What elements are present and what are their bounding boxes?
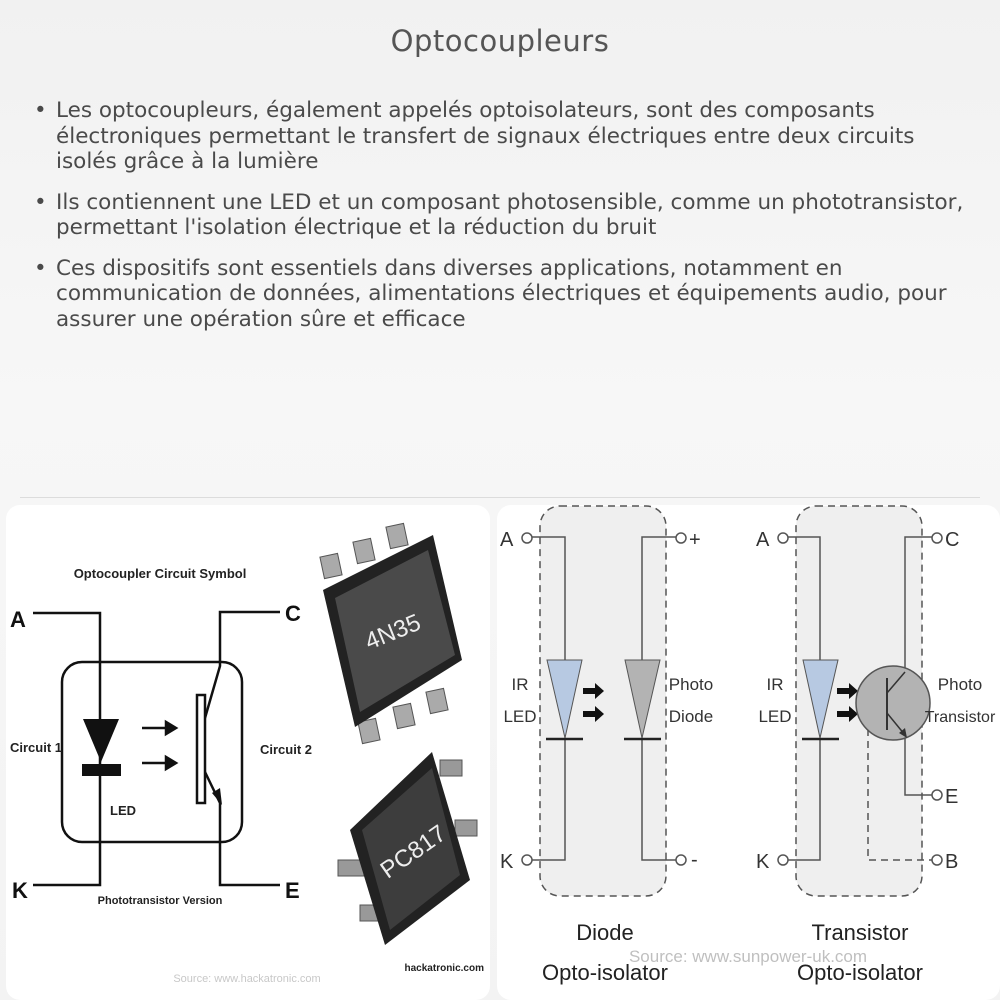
pin-e-label: E	[945, 786, 958, 808]
bullet-text: Les optocoupleurs, également appelés opt…	[56, 98, 915, 174]
opto-isolator-diagram: A K + - IR LED Photo Diode Diode Opto-is…	[500, 505, 996, 985]
bullet-item: • Ces dispositifs sont essentiels dans di…	[32, 256, 982, 333]
pin-k-label: K	[500, 851, 514, 873]
caption-line1: Transistor	[812, 920, 909, 945]
led-cathode-bar	[82, 764, 121, 776]
bullet-item: • Les optocoupleurs, également appelés op…	[32, 98, 982, 175]
light-arrows-icon	[142, 719, 179, 772]
led-label: LED	[110, 803, 136, 818]
svg-text:Diode: Diode	[669, 707, 713, 726]
photodiode-icon	[624, 659, 661, 739]
ir-led-icon	[546, 659, 583, 739]
pin-c-label: C	[285, 601, 301, 626]
svg-text:Photo: Photo	[938, 675, 982, 694]
bullet-marker: •	[34, 189, 47, 215]
light-arrows-icon	[837, 683, 858, 722]
led-diode-icon	[83, 719, 119, 762]
svg-text:Transistor: Transistor	[925, 709, 996, 726]
emitter-arrow-icon	[212, 788, 222, 805]
opto-isolator-types-image: A K + - IR LED Photo Diode Diode Opto-is…	[497, 505, 1000, 1000]
image-source: Source: www.sunpower-uk.com	[629, 947, 867, 966]
optocoupler-symbol-diagram: Optocoupler Circuit Symbol A K C E Circu…	[10, 522, 485, 985]
pin-minus-label: -	[691, 849, 698, 871]
pin-k-label: K	[756, 851, 770, 873]
diagram-caption: Phototransistor Version	[98, 895, 223, 907]
isolation-box	[60, 660, 244, 844]
caption-line2: Opto-isolator	[797, 960, 923, 985]
bullet-list: • Les optocoupleurs, également appelés op…	[32, 98, 982, 347]
circuit2-label: Circuit 2	[260, 742, 312, 757]
pin-k-label: K	[12, 878, 28, 903]
svg-text:IR: IR	[767, 675, 784, 694]
circuit1-label: Circuit 1	[10, 740, 62, 755]
svg-text:Photo: Photo	[669, 675, 713, 694]
circuit-wires	[33, 610, 280, 887]
pin-a-label: A	[756, 529, 770, 551]
page-title: Optocoupleurs	[390, 24, 610, 58]
chip-pc817-image: PC817	[337, 752, 478, 945]
chip-4n35-image: 4N35	[319, 522, 462, 745]
phototransistor-icon	[855, 665, 931, 741]
pin-e-label: E	[285, 878, 300, 903]
bullet-marker: •	[34, 98, 47, 123]
bullet-marker: •	[34, 255, 47, 281]
pin-a-label: A	[10, 607, 26, 632]
caption-line2: Opto-isolator	[542, 960, 668, 985]
pin-b-label: B	[945, 851, 958, 873]
svg-text:IR: IR	[512, 675, 529, 694]
bullet-item: • Ils contiennent une LED et un composant…	[32, 190, 982, 241]
phototransistor-base	[195, 693, 207, 805]
svg-text:LED: LED	[758, 707, 791, 726]
pin-plus-label: +	[689, 529, 701, 551]
watermark: hackatronic.com	[405, 963, 485, 974]
diode-opto-isolator: A K + - IR LED Photo Diode Diode Opto-is…	[500, 505, 713, 985]
pin-c-label: C	[945, 529, 959, 551]
optocoupler-symbol-image: Optocoupler Circuit Symbol A K C E Circu…	[6, 505, 490, 1000]
image-source: Source: www.hackatronic.com	[173, 973, 320, 985]
bullet-text: Ces dispositifs sont essentiels dans div…	[56, 255, 947, 332]
pin-a-label: A	[500, 529, 514, 551]
diagram-heading: Optocoupler Circuit Symbol	[74, 566, 247, 581]
divider	[20, 497, 980, 498]
caption-line1: Diode	[576, 920, 633, 945]
bullet-text: Ils contiennent une LED et un composant …	[56, 189, 964, 241]
isolation-boundary	[539, 505, 667, 897]
ir-led-icon	[802, 659, 839, 739]
svg-text:LED: LED	[503, 707, 536, 726]
light-arrows-icon	[583, 683, 604, 722]
transistor-opto-isolator: A K C E B IR LED Photo Transistor Transi…	[756, 505, 996, 985]
